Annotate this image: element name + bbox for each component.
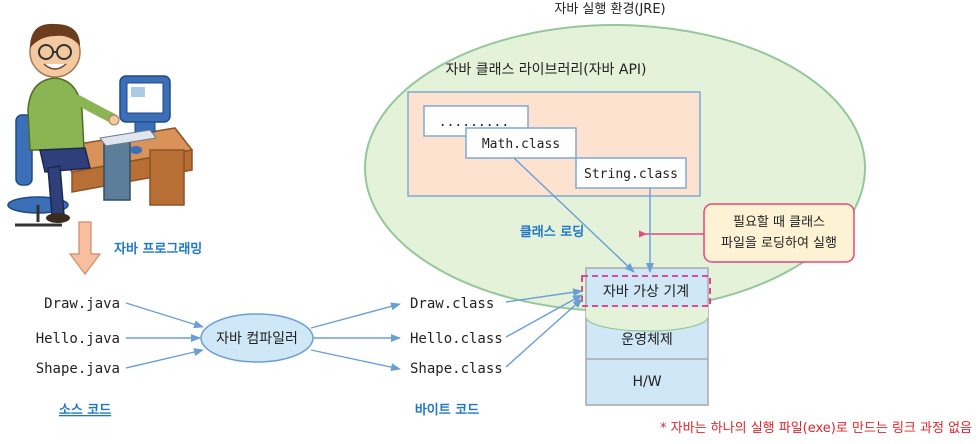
class-file-hello: Hello.class	[410, 331, 503, 347]
more-classes-label: .........	[439, 115, 509, 130]
loading-arrow-math	[513, 157, 635, 273]
compile-arrow-shape	[310, 349, 401, 372]
linking-note: * 자바는 하나의 실행 파일(exe)로 만드는 링크 과정 없음	[660, 420, 972, 436]
compiler-label: 자바 컴파일러	[216, 331, 298, 347]
callout-box	[703, 203, 855, 263]
jre-title: 자바 실행 환경(JRE)	[554, 1, 665, 17]
load-arrow-hello	[505, 294, 583, 338]
string-class-label: String.class	[584, 167, 678, 182]
math-class-box	[465, 127, 577, 159]
math-class-label: Math.class	[482, 137, 560, 152]
programmer-illustration	[7, 23, 194, 227]
programming-down-arrow	[68, 221, 102, 275]
source-code-caption: 소스 코드	[59, 403, 111, 418]
callout-line-1: 필요할 때 클래스	[733, 215, 825, 230]
library-title: 자바 클래스 라이브러리(자바 API)	[446, 62, 647, 78]
load-arrow-draw	[505, 288, 583, 303]
load-arrow-shape	[505, 298, 583, 368]
class-loading-label: 클래스 로딩	[520, 224, 584, 240]
source-arrow-shape	[125, 348, 204, 369]
class-file-draw: Draw.class	[410, 296, 494, 312]
programming-label: 자바 프로그래밍	[114, 241, 202, 257]
compile-arrow-draw	[310, 302, 401, 329]
os-layer: 운영체제	[621, 332, 673, 348]
source-file-hello: Hello.java	[36, 331, 120, 347]
source-arrow-draw	[125, 302, 204, 329]
hw-layer: H/W	[632, 374, 661, 390]
source-file-draw: Draw.java	[44, 296, 120, 312]
jvm-layer: 자바 가상 기계	[603, 284, 689, 300]
string-class-box	[575, 157, 687, 189]
callout-line-2: 파일을 로딩하여 실행	[721, 235, 837, 251]
class-file-shape: Shape.class	[410, 361, 503, 377]
bytecode-caption: 바이트 코드	[415, 402, 479, 418]
source-file-shape: Shape.java	[36, 361, 120, 377]
